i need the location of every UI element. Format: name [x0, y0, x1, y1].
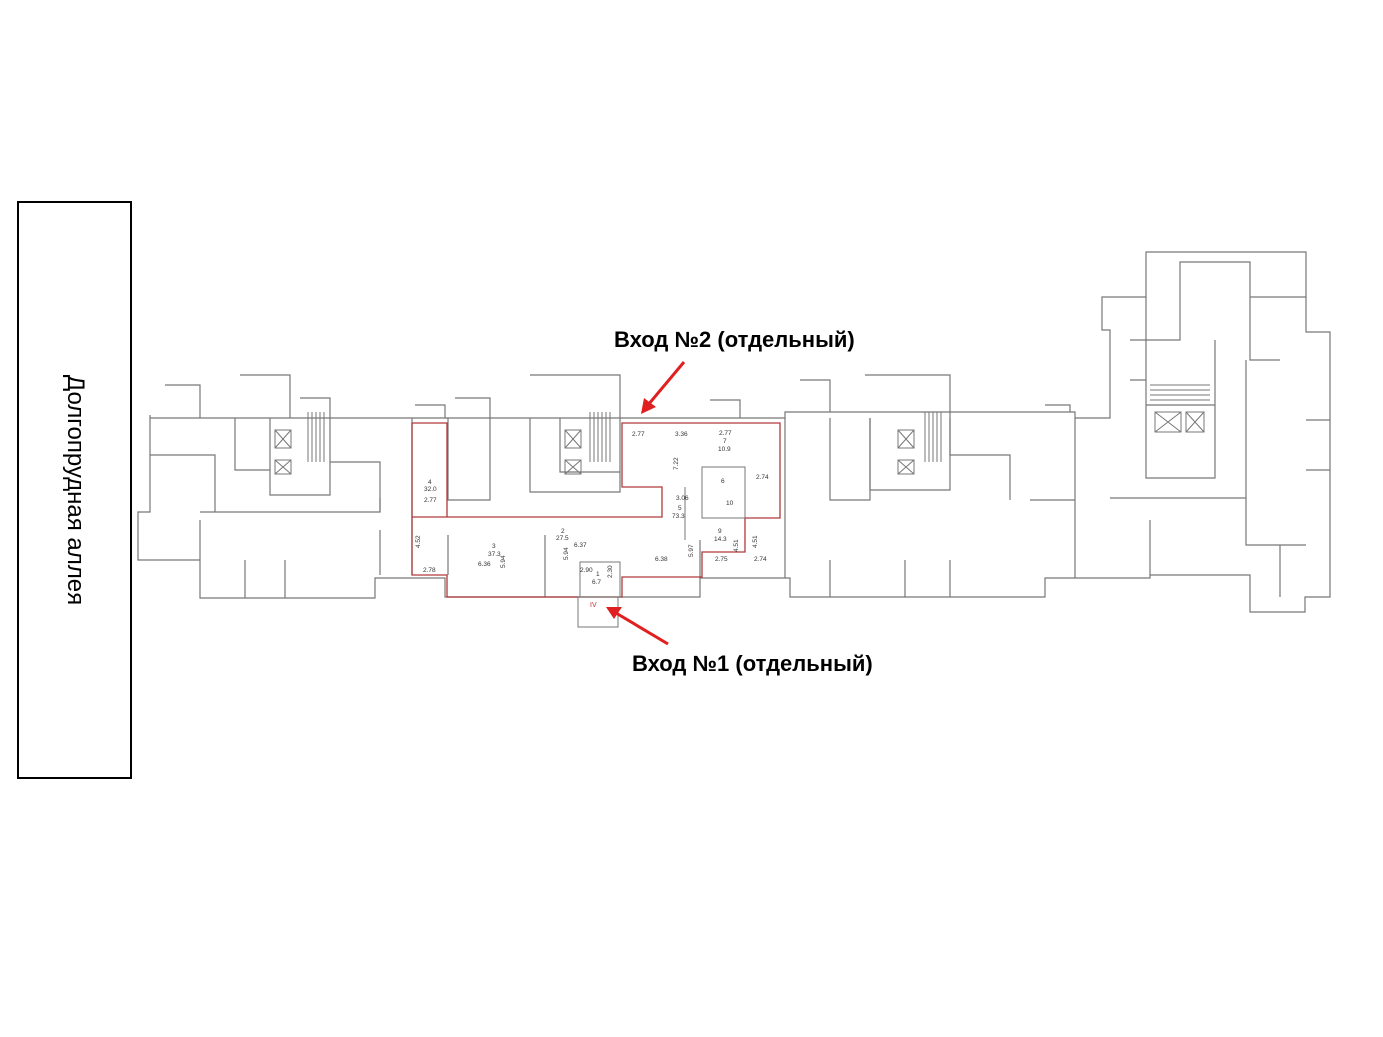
- entrance-2-arrow: [641, 361, 686, 414]
- svg-text:14.3: 14.3: [714, 536, 727, 543]
- svg-text:7.22: 7.22: [673, 457, 680, 470]
- svg-text:4.52: 4.52: [415, 535, 422, 548]
- street-name-label: Долгопрудная аллея: [62, 374, 89, 606]
- svg-text:5.97: 5.97: [688, 544, 695, 557]
- svg-text:9: 9: [718, 528, 722, 535]
- svg-text:3.06: 3.06: [676, 495, 689, 502]
- svg-text:3: 3: [492, 543, 496, 550]
- svg-text:37.3: 37.3: [488, 551, 501, 558]
- svg-text:6: 6: [721, 478, 725, 485]
- svg-text:2.78: 2.78: [423, 567, 436, 574]
- building-walls: [137, 251, 1331, 613]
- entrance-1-label: Вход №1 (отдельный): [632, 651, 873, 676]
- room-dimensions: 2.77 3.36 2.77 7 10.9 7.22 6 2.74 4 32.0…: [415, 430, 769, 609]
- svg-text:6.7: 6.7: [592, 579, 601, 586]
- svg-text:6.37: 6.37: [574, 542, 587, 549]
- svg-text:6.36: 6.36: [478, 561, 491, 568]
- premises-inner-walls: [579, 466, 746, 598]
- svg-text:2.30: 2.30: [607, 565, 614, 578]
- svg-text:3.36: 3.36: [675, 431, 688, 438]
- svg-text:5.94: 5.94: [563, 547, 570, 560]
- svg-text:4.51: 4.51: [752, 535, 759, 548]
- svg-text:2: 2: [561, 528, 565, 535]
- elevator-symbols: [274, 384, 1210, 475]
- svg-text:2.90: 2.90: [580, 567, 593, 574]
- svg-text:2.75: 2.75: [715, 556, 728, 563]
- svg-text:2.77: 2.77: [632, 431, 645, 438]
- entrance-2-label: Вход №2 (отдельный): [614, 327, 855, 352]
- svg-text:4.51: 4.51: [733, 539, 740, 552]
- svg-text:32.0: 32.0: [424, 486, 437, 493]
- svg-text:10.9: 10.9: [718, 446, 731, 453]
- svg-text:10: 10: [726, 500, 734, 507]
- street-box: [17, 201, 132, 779]
- svg-text:2.77: 2.77: [424, 497, 437, 504]
- svg-text:1: 1: [596, 571, 600, 578]
- svg-text:5.94: 5.94: [500, 555, 507, 568]
- svg-text:2.74: 2.74: [756, 474, 769, 481]
- svg-text:IV: IV: [590, 602, 597, 609]
- svg-text:2.74: 2.74: [754, 556, 767, 563]
- svg-text:7: 7: [723, 438, 727, 445]
- svg-text:5: 5: [678, 505, 682, 512]
- entrance-1-arrow: [606, 607, 669, 646]
- svg-text:73.3: 73.3: [672, 513, 685, 520]
- svg-text:2.77: 2.77: [719, 430, 732, 437]
- svg-text:27.5: 27.5: [556, 535, 569, 542]
- svg-text:6.38: 6.38: [655, 556, 668, 563]
- svg-text:4: 4: [428, 479, 432, 486]
